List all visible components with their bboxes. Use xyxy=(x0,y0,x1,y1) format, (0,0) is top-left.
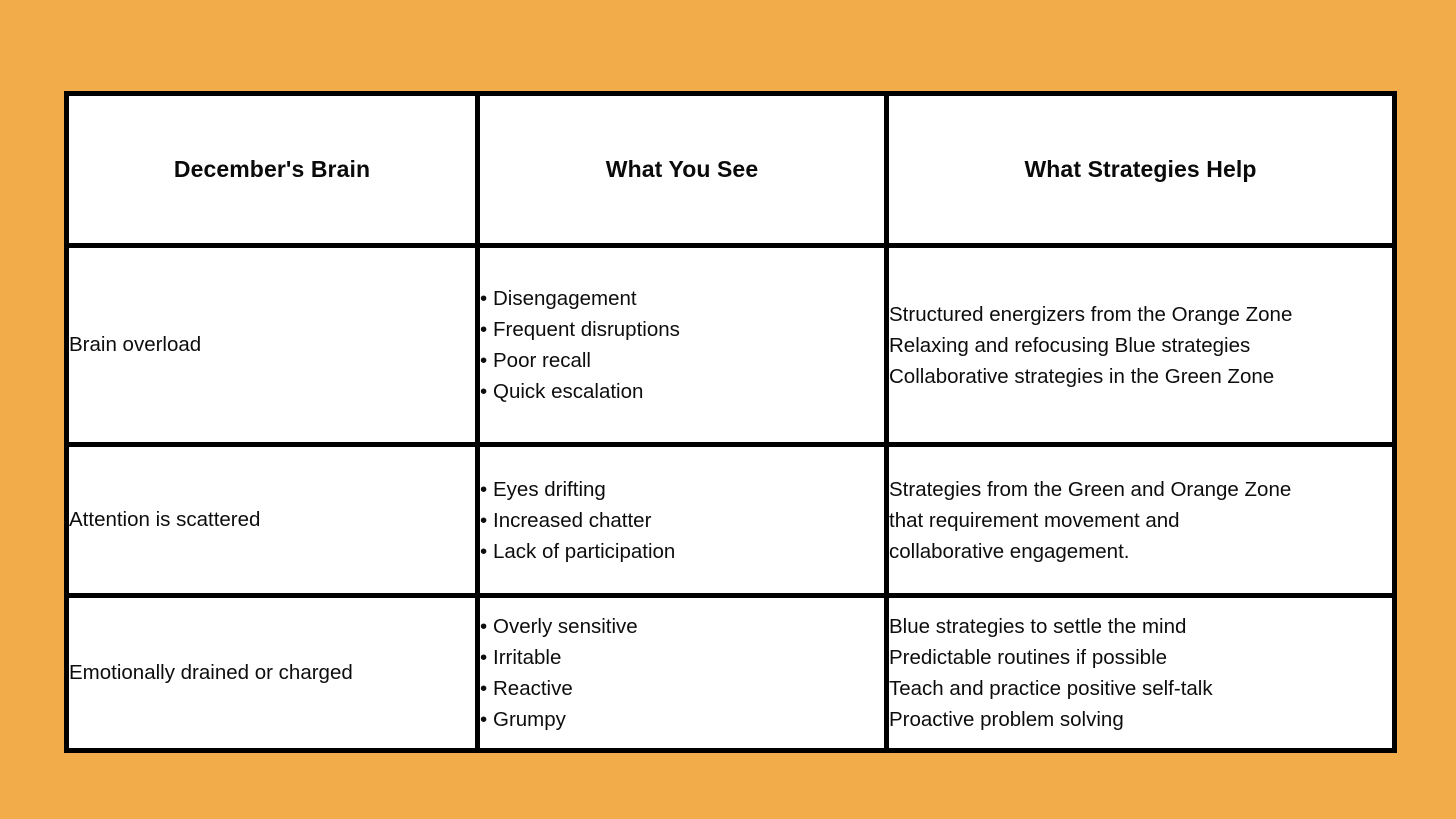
list-item: Teach and practice positive self-talk xyxy=(889,677,1213,700)
bullet-icon: • xyxy=(480,287,488,310)
list-item-label: Overly sensitive xyxy=(493,615,638,638)
strategies-list: Blue strategies to settle the mind Predi… xyxy=(889,611,1392,735)
list-item-label: Irritable xyxy=(493,646,562,669)
table-header: December's Brain What You See What Strat… xyxy=(64,91,1397,248)
list-item: •Reactive xyxy=(480,673,884,704)
list-item: Structured energizers from the Orange Zo… xyxy=(889,302,1293,326)
table-header-row: December's Brain What You See What Strat… xyxy=(64,91,1397,248)
list-item: •Irritable xyxy=(480,642,884,673)
list-item: Proactive problem solving xyxy=(889,708,1124,731)
list-item: •Quick escalation xyxy=(480,376,884,407)
bullet-icon: • xyxy=(480,508,488,532)
strategies-list: Structured energizers from the Orange Zo… xyxy=(889,299,1392,392)
bullet-icon: • xyxy=(480,646,488,669)
cell-what-you-see: •Eyes drifting •Increased chatter •Lack … xyxy=(475,442,889,598)
list-item: •Grumpy xyxy=(480,704,884,735)
bullet-icon: • xyxy=(480,615,488,638)
table-row: Emotionally drained or charged •Overly s… xyxy=(64,593,1397,753)
cell-strategies: Blue strategies to settle the mind Predi… xyxy=(884,593,1397,753)
list-item-label: Eyes drifting xyxy=(493,477,606,501)
list-item-label: Poor recall xyxy=(493,349,591,372)
list-item: •Poor recall xyxy=(480,345,884,376)
list-item: Collaborative strategies in the Green Zo… xyxy=(889,364,1275,388)
bullet-icon: • xyxy=(480,708,488,731)
column-header-what-strategies-help: What Strategies Help xyxy=(884,91,1397,248)
list-item: •Disengagement xyxy=(480,283,884,314)
cell-strategies: Structured energizers from the Orange Zo… xyxy=(884,243,1397,447)
list-item-label: Increased chatter xyxy=(493,508,652,532)
bullet-icon: • xyxy=(480,677,488,700)
table-body: Brain overload •Disengagement •Frequent … xyxy=(64,243,1397,753)
signs-list: •Disengagement •Frequent disruptions •Po… xyxy=(480,283,884,407)
brain-state-label: Brain overload xyxy=(69,333,202,357)
list-item-label: Disengagement xyxy=(493,287,637,310)
signs-list: •Overly sensitive •Irritable •Reactive •… xyxy=(480,611,884,735)
bullet-icon: • xyxy=(480,349,488,372)
list-item: collaborative engagement. xyxy=(889,539,1130,563)
cell-brain-state: Brain overload xyxy=(64,243,480,447)
brain-table: December's Brain What You See What Strat… xyxy=(64,91,1397,753)
list-item: •Lack of participation xyxy=(480,536,884,567)
table-row: Attention is scattered •Eyes drifting •I… xyxy=(64,442,1397,598)
cell-brain-state: Emotionally drained or charged xyxy=(64,593,480,753)
signs-list: •Eyes drifting •Increased chatter •Lack … xyxy=(480,474,884,567)
list-item: •Frequent disruptions xyxy=(480,314,884,345)
cell-strategies: Strategies from the Green and Orange Zon… xyxy=(884,442,1397,598)
cell-what-you-see: •Overly sensitive •Irritable •Reactive •… xyxy=(475,593,889,753)
list-item: Predictable routines if possible xyxy=(889,646,1168,669)
list-item: Strategies from the Green and Orange Zon… xyxy=(889,477,1292,501)
bullet-icon: • xyxy=(480,380,488,403)
list-item: •Increased chatter xyxy=(480,505,884,536)
bullet-icon: • xyxy=(480,477,488,501)
column-header-label: What You See xyxy=(605,156,759,183)
table-row: Brain overload •Disengagement •Frequent … xyxy=(64,243,1397,447)
brain-state-label: Attention is scattered xyxy=(69,508,261,532)
column-header-what-you-see: What You See xyxy=(475,91,889,248)
list-item-label: Frequent disruptions xyxy=(493,318,680,341)
column-header-label: December's Brain xyxy=(173,156,371,183)
list-item: Blue strategies to settle the mind xyxy=(889,615,1187,638)
bullet-icon: • xyxy=(480,539,488,563)
column-header-december-brain: December's Brain xyxy=(64,91,480,248)
strategies-list: Strategies from the Green and Orange Zon… xyxy=(889,474,1392,567)
list-item-label: Reactive xyxy=(493,677,573,700)
list-item: •Overly sensitive xyxy=(480,611,884,642)
brain-table-container: December's Brain What You See What Strat… xyxy=(64,91,1397,753)
cell-brain-state: Attention is scattered xyxy=(64,442,480,598)
list-item: that requirement movement and xyxy=(889,508,1180,532)
list-item-label: Quick escalation xyxy=(493,380,644,403)
bullet-icon: • xyxy=(480,318,488,341)
list-item-label: Grumpy xyxy=(493,708,566,731)
column-header-label: What Strategies Help xyxy=(1024,156,1257,183)
brain-state-label: Emotionally drained or charged xyxy=(69,661,353,685)
list-item: Relaxing and refocusing Blue strategies xyxy=(889,333,1251,357)
cell-what-you-see: •Disengagement •Frequent disruptions •Po… xyxy=(475,243,889,447)
list-item-label: Lack of participation xyxy=(493,539,676,563)
list-item: •Eyes drifting xyxy=(480,474,884,505)
